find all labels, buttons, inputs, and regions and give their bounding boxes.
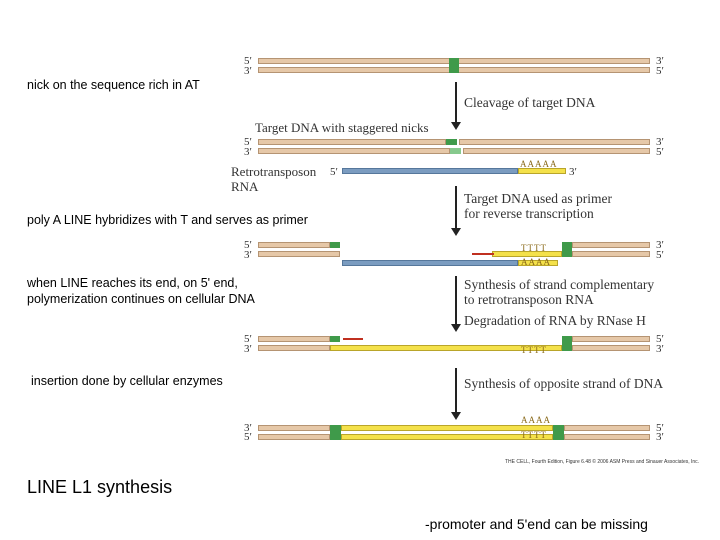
target-site-left [330,336,340,342]
annotation-line-end-2: polymerization continues on cellular DNA [27,292,255,306]
end-label-5: 5′ [656,333,664,345]
target-left-top [258,242,330,248]
figure-credit: THE CELL, Fourth Edition, Figure 6.48 © … [505,459,700,465]
end-label-5: 5′ [656,65,664,77]
end-label-5: 5′ [244,239,252,251]
target-site-right [562,336,572,351]
annotation-insertion: insertion done by cellular enzymes [31,374,223,388]
step-label-synthesis-2: to retrotransposon RNA [464,292,594,307]
end-label-3: 3′ [244,65,252,77]
end-label-3: 3′ [656,136,664,148]
end-label-5: 5′ [244,55,252,67]
step-label-degradation: Degradation of RNA by RNase H [464,313,646,328]
end-label-5: 5′ [656,146,664,158]
retrotransposon-rna [342,168,518,174]
annotation-polya: poly A LINE hybridizes with T and serves… [27,213,308,227]
poly-t-sequence: TTTT [521,243,547,253]
polya-sequence: AAAA [521,415,551,425]
host-left-bottom [258,434,330,440]
end-label-3: 3′ [244,146,252,158]
inserted-line-top [341,425,553,431]
label-rna: RNA [231,179,259,194]
host-right-top [564,425,650,431]
nicked-bottom-left [258,148,450,154]
poly-t-sequence: TTTT [521,430,547,440]
target-site-left [330,242,340,248]
step-label-synthesis-1: Synthesis of strand complementary [464,277,655,292]
target-right-bottom [572,251,650,257]
nicked-top-left [258,139,446,145]
target-right-top [572,242,650,248]
target-left-bottom [258,345,330,351]
inserted-line-bottom [341,434,553,440]
target-site [449,58,459,73]
target-site-right [562,242,572,257]
end-label-3: 3′ [656,55,664,67]
step-label-cleavage: Cleavage of target DNA [464,95,596,110]
end-label-3: 3′ [656,343,664,355]
end-label-5: 5′ [244,333,252,345]
target-left-bottom [258,251,340,257]
annotation-nick: nick on the sequence rich in AT [27,78,200,92]
rna-polya-template [518,260,558,266]
step-label-opposite: Synthesis of opposite strand of DNA [464,376,664,391]
polya-sequence: AAAA [521,257,551,267]
nicked-bottom-right [463,148,650,154]
end-label-3: 3′ [569,166,577,178]
end-label-5: 5′ [656,422,664,434]
target-site-right [553,425,564,440]
label-retrotransposon: Retrotransposon [231,164,317,179]
step-label-primer-2: for reverse transcription [464,206,594,221]
end-label-3: 3′ [244,249,252,261]
host-right-bottom [564,434,650,440]
step-label-primer-1: Target DNA used as primer [464,191,613,206]
synthesis-direction-arrow [472,253,494,255]
target-right-top [572,336,650,342]
target-site-left [330,425,341,440]
poly-t-sequence: TTTT [521,345,547,355]
step-arrow-synthesis [451,276,461,332]
step-arrow-opposite [451,368,461,420]
end-label-5: 5′ [244,431,252,443]
retrotransposon-rna-template [342,260,518,266]
label-target-dna: Target DNA with staggered nicks [255,120,429,135]
end-label-3: 3′ [656,239,664,251]
end-label-5: 5′ [244,136,252,148]
target-right-bottom [572,345,650,351]
end-label-3: 3′ [244,422,252,434]
nick-site-top [446,139,457,145]
polya-sequence: AAAAA [520,159,558,169]
step-arrow-primer [451,186,461,236]
annotation-line-end-1: when LINE reaches its end, on 5' end, [27,276,238,290]
end-label-3: 3′ [244,343,252,355]
synthesis-direction-arrow [343,338,363,340]
target-left-top [258,336,330,342]
nick-site-bottom [450,148,461,154]
rna-polya-tail [518,168,566,174]
end-label-5: 5′ [656,249,664,261]
step-arrow-cleavage [451,82,461,130]
end-label-3: 3′ [656,431,664,443]
diagram-caption: LINE L1 synthesis [27,477,173,497]
cdna-full-strand [330,345,562,351]
nicked-top-right [459,139,650,145]
end-label-5: 5′ [330,166,338,178]
footer-note: -promoter and 5'end can be missing [425,516,648,532]
host-left-top [258,425,330,431]
